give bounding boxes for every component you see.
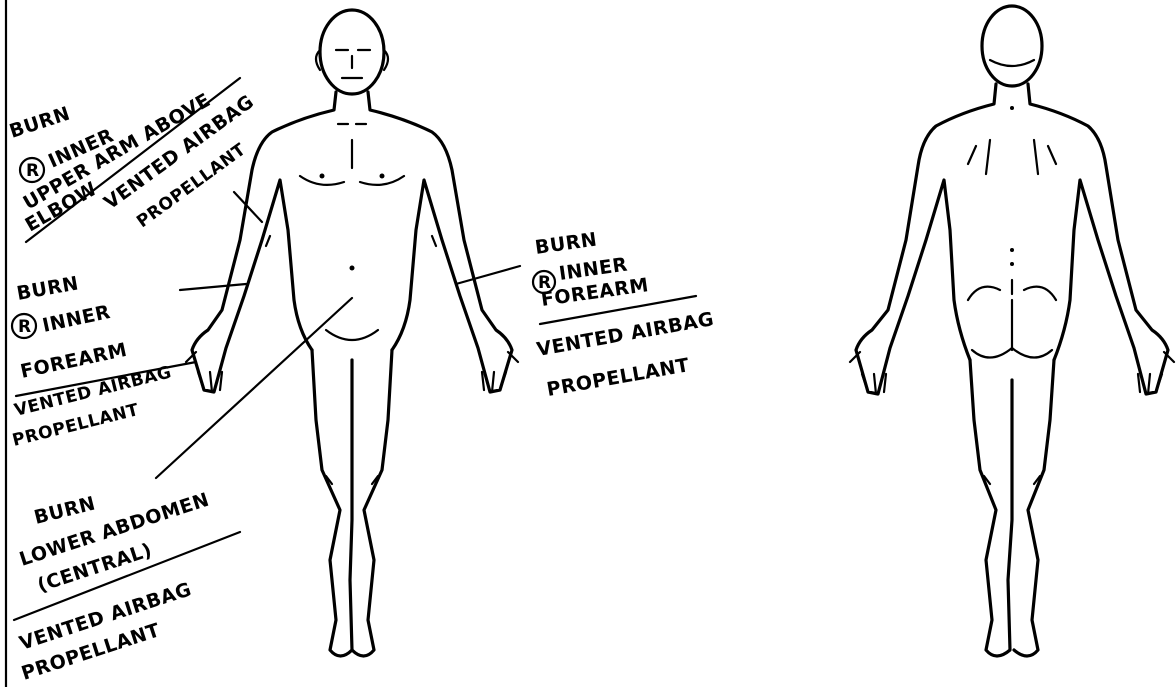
right-forearm-circle-letter: R — [18, 317, 32, 337]
leader-left-forearm — [456, 266, 520, 284]
annotation-right-forearm: BURN R INNER FOREARM VENTED AIRBAG PROPE… — [10, 272, 196, 450]
back-right-leg — [1014, 360, 1054, 656]
front-navel — [350, 266, 355, 271]
front-groin — [326, 330, 378, 340]
back-head — [982, 6, 1042, 86]
left-forearm-title: BURN — [534, 228, 599, 258]
annotation-abdomen: BURN LOWER ABDOMEN (CENTRAL) VENTED AIRB… — [14, 489, 240, 685]
upper-arm-circle-letter: R — [26, 161, 40, 181]
front-right-leg — [352, 350, 392, 656]
back-hairline — [990, 60, 1034, 66]
back-spine-dot-3 — [1010, 262, 1014, 266]
back-right-side — [1028, 84, 1168, 394]
back-left-leg — [970, 360, 1012, 656]
front-pecs — [300, 176, 404, 185]
back-spine-dot-1 — [1010, 106, 1014, 110]
front-right-side — [368, 92, 512, 392]
front-left-leg — [312, 350, 352, 656]
right-forearm-title: BURN — [15, 272, 80, 305]
annotation-upper-arm: BURN R INNER UPPER ARM ABOVE ELBOW VENTE… — [7, 78, 258, 242]
back-shoulder-blades — [968, 140, 1056, 174]
left-forearm-cause1: VENTED AIRBAG — [535, 308, 716, 361]
back-spine-dot-2 — [1010, 248, 1014, 252]
front-head — [320, 10, 384, 94]
left-forearm-cause2: PROPELLANT — [545, 354, 691, 401]
leader-abdomen — [156, 298, 352, 478]
front-elbows — [266, 236, 436, 246]
back-figure — [850, 6, 1174, 656]
annotation-left-forearm: BURN R INNER FOREARM VENTED AIRBAG PROPE… — [533, 228, 716, 400]
front-nipple-right — [380, 174, 385, 179]
back-left-side — [856, 84, 996, 394]
leader-right-forearm — [180, 284, 246, 290]
right-forearm-line1: INNER — [40, 301, 112, 337]
abdomen-title: BURN — [32, 492, 98, 528]
upper-arm-title: BURN — [7, 103, 73, 143]
front-nipple-left — [320, 174, 325, 179]
